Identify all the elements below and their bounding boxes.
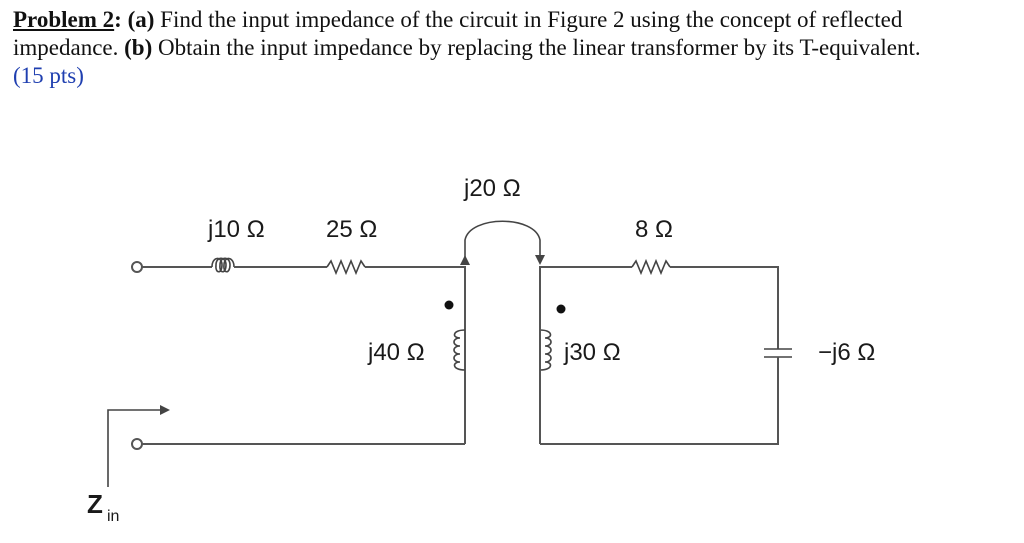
series-resistor-symbol	[326, 258, 366, 276]
secondary-inductor-label: j30 Ω	[563, 339, 621, 366]
primary-inductor-label: j40 Ω	[367, 339, 425, 366]
series-inductor-symbol	[211, 257, 235, 273]
part-a-marker: (a)	[127, 7, 155, 32]
problem-statement: Problem 2: (a) Find the input impedance …	[13, 6, 1013, 90]
input-terminal-top	[131, 261, 143, 273]
problem-colon: :	[114, 7, 122, 32]
wire-to-primary-coil	[365, 266, 466, 444]
wire-secondary-left	[539, 266, 632, 444]
secondary-polarity-dot	[556, 304, 566, 314]
zin-arrow	[107, 405, 170, 487]
part-b-marker: (b)	[124, 35, 153, 60]
wire-secondary-bottom	[540, 357, 779, 445]
zin-label-main: Z	[87, 489, 103, 519]
load-resistor-label: 8 Ω	[635, 216, 673, 243]
input-terminal-bottom	[131, 438, 143, 450]
primary-inductor-symbol	[453, 329, 466, 371]
mutual-coupling-arc	[460, 220, 545, 265]
capacitor-label: −j6 Ω	[818, 339, 875, 366]
series-inductor-label: j10 Ω	[207, 216, 265, 243]
series-resistor-label: 25 Ω	[326, 216, 377, 243]
primary-polarity-dot	[444, 300, 454, 310]
problem-label: Problem 2	[13, 7, 115, 32]
mutual-inductance-label: j20 Ω	[463, 175, 521, 202]
load-resistor-symbol	[631, 258, 671, 276]
part-b-text: Obtain the input impedance by replacing …	[158, 35, 921, 60]
points-label: (15 pts)	[13, 63, 84, 88]
part-a-text: Find the input impedance of the circuit …	[13, 7, 903, 60]
secondary-inductor-symbol	[539, 329, 552, 371]
zin-label-sub: in	[107, 508, 119, 525]
wire-to-capacitor	[670, 266, 779, 349]
